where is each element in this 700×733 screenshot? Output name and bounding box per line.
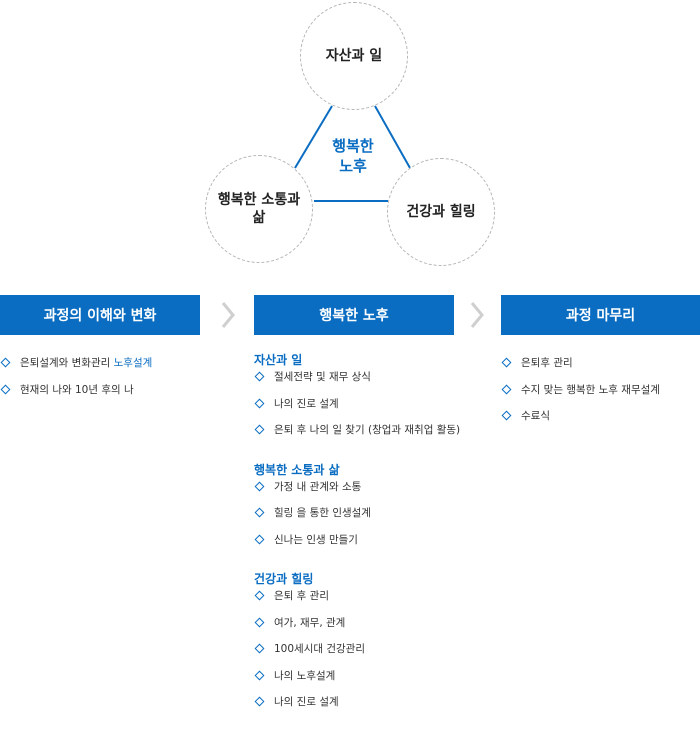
chevron-right-icon: [470, 302, 484, 328]
list-item: 나의 진로 설계: [254, 397, 454, 424]
circle-assets-work-label: 자산과 일: [325, 48, 383, 64]
list-item: 수지 맞는 행복한 노후 재무설계: [501, 383, 700, 410]
list-item: 절세전략 및 재무 상식: [254, 370, 454, 397]
list-item: 100세시대 건강관리: [254, 642, 454, 669]
connector-top-right: [374, 105, 411, 169]
list-item: 가정 내 관계와 소통: [254, 480, 454, 507]
circle-health-healing: 건강과 힐링: [387, 158, 495, 266]
chevron-right-icon: [221, 302, 235, 328]
list-item: 은퇴 후 나의 일 찾기 (창업과 재취업 활동): [254, 423, 460, 450]
diamond-bullet-icon: [254, 424, 265, 435]
list-item: 수료식: [501, 409, 700, 436]
diamond-bullet-icon: [254, 696, 265, 707]
list-item: 신나는 인생 만들기: [254, 533, 454, 560]
section-title: 행복한 소통과 삶: [254, 462, 340, 477]
circle-communication-life-label: 행복한 소통과 삶: [217, 192, 301, 226]
column-happy-retirement: 행복한 노후 자산과 일 절세전략 및 재무 상식 나의 진로 설계 은퇴 후 …: [254, 295, 460, 722]
diamond-bullet-icon: [254, 398, 265, 408]
section-title: 건강과 힐링: [254, 572, 314, 586]
diamond-bullet-icon: [254, 534, 265, 544]
list-item: 나의 진로 설계: [254, 695, 454, 722]
list-item: 은퇴 후 관리: [254, 589, 454, 616]
list-item: 힐링 을 통한 인생설계: [254, 506, 454, 533]
column-header: 행복한 노후: [254, 295, 454, 335]
diamond-bullet-icon: [501, 410, 512, 421]
triangle-connectors: [294, 105, 411, 202]
diamond-bullet-icon: [0, 384, 11, 394]
diamond-bullet-icon: [254, 670, 265, 680]
list-item: 은퇴후 관리: [501, 356, 700, 383]
circle-assets-work: 자산과 일: [300, 2, 408, 110]
diamond-bullet-icon: [254, 371, 265, 382]
list-item: 여가, 재무, 관계: [254, 616, 454, 643]
section-list: 은퇴 후 관리 여가, 재무, 관계 100세시대 건강관리 나의 노후설계 나…: [254, 589, 454, 722]
list-item: 현재의 나와 10년 후의 나: [0, 383, 200, 410]
connector-top-left: [294, 105, 333, 169]
center-label: 행복한 노후: [332, 137, 374, 175]
section-health-healing: 건강과 힐링 은퇴 후 관리 여가, 재무, 관계 100세시대 건강관리 나의…: [254, 571, 454, 722]
column-course-completion: 과정 마무리 은퇴후 관리 수지 맞는 행복한 노후 재무설계 수료식: [501, 295, 700, 436]
diamond-bullet-icon: [254, 507, 265, 518]
diamond-bullet-icon: [254, 617, 265, 627]
circle-communication-life: 행복한 소통과 삶: [205, 155, 313, 263]
section-assets-work: 자산과 일 절세전략 및 재무 상식 나의 진로 설계 은퇴 후 나의 일 찾기…: [254, 352, 460, 450]
diamond-bullet-icon: [501, 357, 512, 368]
section-list: 가정 내 관계와 소통 힐링 을 통한 인생설계 신나는 인생 만들기: [254, 480, 454, 560]
column-list: 은퇴설계와 변화관리 노후설계 현재의 나와 10년 후의 나: [0, 356, 200, 409]
diamond-bullet-icon: [254, 590, 265, 601]
circle-health-healing-label: 건강과 힐링: [406, 204, 476, 220]
column-understanding-change: 과정의 이해와 변화 은퇴설계와 변화관리 노후설계 현재의 나와 10년 후의…: [0, 295, 200, 409]
section-list: 절세전략 및 재무 상식 나의 진로 설계 은퇴 후 나의 일 찾기 (창업과 …: [254, 370, 460, 450]
diamond-bullet-icon: [501, 384, 512, 394]
column-list: 은퇴후 관리 수지 맞는 행복한 노후 재무설계 수료식: [501, 356, 700, 436]
column-header: 과정 마무리: [501, 295, 700, 335]
section-communication-life: 행복한 소통과 삶 가정 내 관계와 소통 힐링 을 통한 인생설계 신나는 인…: [254, 462, 454, 560]
diamond-bullet-icon: [254, 643, 265, 654]
column-header: 과정의 이해와 변화: [0, 295, 200, 335]
list-item: 은퇴설계와 변화관리 노후설계: [0, 356, 200, 383]
list-item: 나의 노후설계: [254, 669, 454, 696]
section-title: 자산과 일: [254, 353, 303, 367]
diamond-bullet-icon: [0, 357, 11, 368]
triangle-diagram: 자산과 일 행복한 소통과 삶 건강과 힐링 행복한 노후: [0, 0, 700, 280]
diamond-bullet-icon: [254, 481, 265, 491]
